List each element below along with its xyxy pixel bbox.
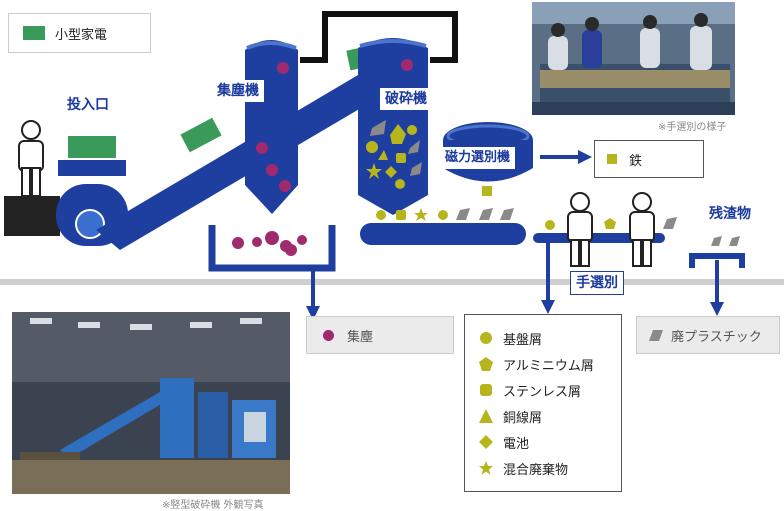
dust-output-box: 集塵 [306,316,454,354]
hand-sorting-label: 手選別 [570,271,624,295]
plastic-icon [649,330,663,341]
legend-label: 小型家電 [55,24,107,43]
worker-icon [19,121,43,196]
crusher-photo-caption: ※竪型破砕機 外観写真 [162,496,264,511]
iron-icon [607,154,617,164]
triangle-icon [479,409,493,423]
sorted-item-label: 電池 [503,433,529,452]
floor-line [0,279,784,285]
sorted-item-label: アルミニウム屑 [503,355,594,374]
crusher-output-conveyor [360,223,526,245]
sorting-worker-icon [568,193,592,266]
sorted-item-label: 基盤屑 [503,329,542,348]
arrow-head [578,150,592,164]
appliance-item-icon [68,136,116,158]
sorting-worker-icon [630,193,654,266]
arrow-to-dust [306,268,320,320]
dust-icon [323,330,334,341]
sorted-item-label: 混合廃棄物 [503,459,568,478]
iron-chip-icon [482,186,492,196]
crusher-label: 破砕機 [380,88,432,110]
crusher-exterior-photo [12,312,290,494]
plastic-label: 廃プラスチック [671,326,762,345]
pentagon-icon [479,357,493,371]
plastic-chip-icons [711,236,740,246]
rounded-square-icon [479,383,493,397]
magnetic-separator-label: 磁力選別機 [440,147,515,169]
sorted-materials-list: 基盤屑 アルミニウム屑 ステンレス屑 銅線屑 電池 混合廃棄物 [464,314,622,492]
residue-label: 残渣物 [704,203,756,225]
star-icon [479,461,493,475]
iron-output-box: 鉄 [594,140,704,178]
sorted-item-label: 銅線屑 [503,407,542,426]
plastic-output-box: 廃プラスチック [636,316,780,354]
dust-particle-icon [401,59,413,71]
intake-label: 投入口 [62,94,114,116]
iron-label: 鉄 [629,150,642,169]
arrow-to-sorted-materials [541,243,555,314]
sorting-conveyor-items [545,217,677,230]
appliance-swatch-icon [23,26,45,40]
appliance-item-icon [180,118,221,153]
dust-label: 集塵 [347,326,373,345]
hand-sorting-photo [532,2,735,115]
dust-particle-icon [232,231,307,256]
intake-platform [4,196,60,236]
legend: 小型家電 [8,13,151,53]
hand-sorting-photo-caption: ※手選別の様子 [658,118,726,133]
dust-collector-label: 集塵機 [212,80,264,102]
crusher-machine [358,38,428,215]
diamond-icon [479,435,493,449]
sorted-item-label: ステンレス屑 [503,381,581,400]
circle-icon [479,331,493,345]
arrow-to-plastic [710,260,724,316]
